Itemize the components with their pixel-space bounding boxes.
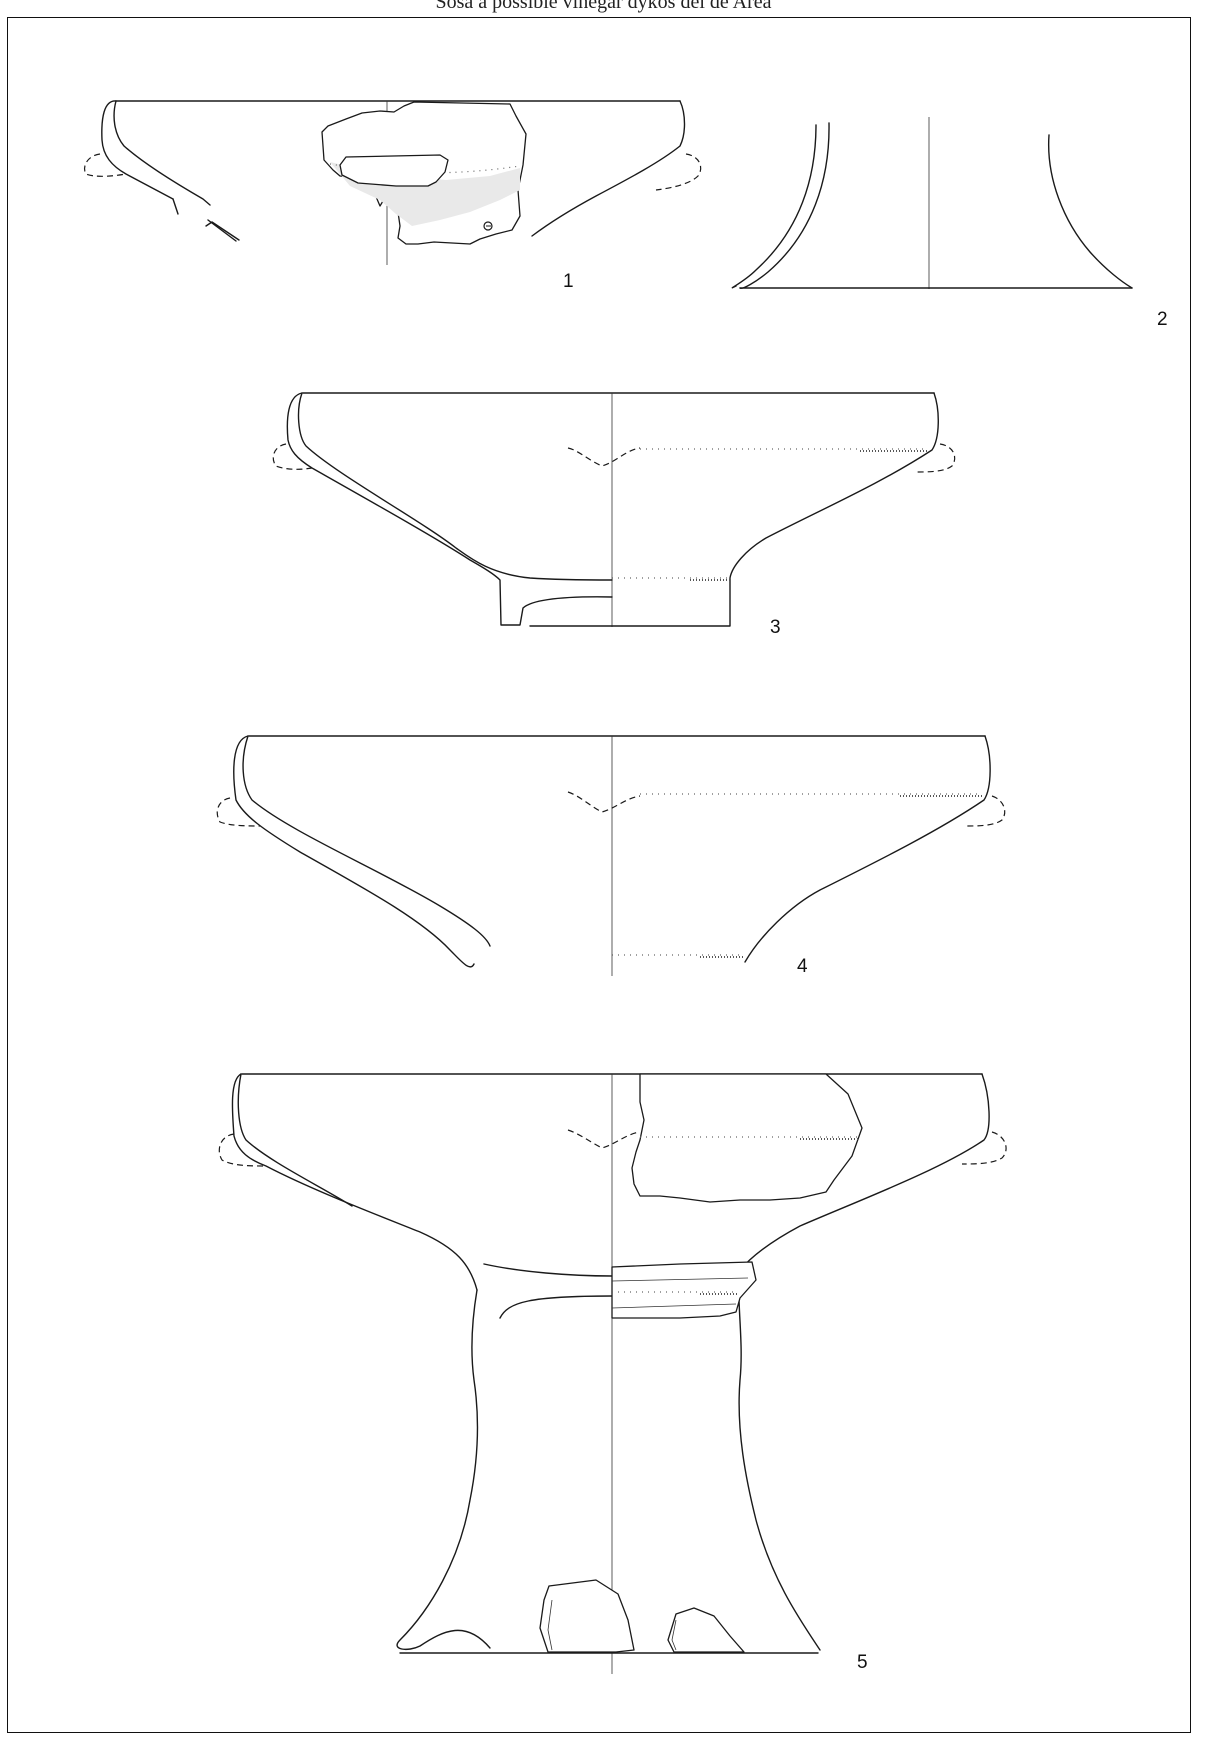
figure-5-number: 5 [857, 1652, 868, 1673]
figure-4-drawing [216, 735, 1006, 976]
figure-3-number: 3 [770, 617, 781, 638]
figure-3-drawing [272, 392, 956, 627]
figure-2-number: 2 [1157, 309, 1168, 330]
page-header: Sosa a possible vinegar dykos del de Are… [0, 0, 1207, 18]
figure-4-number: 4 [797, 956, 808, 977]
page-header-text: Sosa a possible vinegar dykos del de Are… [435, 0, 772, 13]
figure-1-drawing [83, 100, 702, 265]
figure-2-drawing [731, 117, 1133, 289]
figure-5-drawing [218, 1073, 1007, 1674]
plate-frame [7, 17, 1191, 1733]
figure-1-number: 1 [563, 271, 574, 292]
